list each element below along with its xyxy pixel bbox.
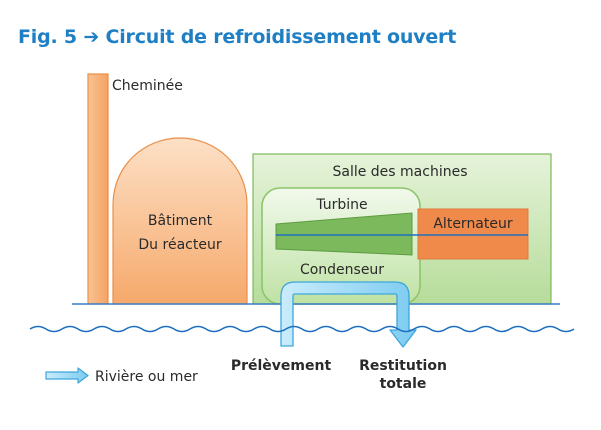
chimney-label: Cheminée: [112, 78, 183, 94]
chimney: [87, 73, 109, 305]
intake-label: Prélèvement: [231, 358, 332, 374]
legend: Rivière ou mer: [45, 367, 198, 385]
river-surface: [29, 325, 575, 333]
condenser-label: Condenseur: [300, 262, 384, 278]
legend-arrow-icon: [45, 367, 89, 384]
reactor-label-line2: Du réacteur: [138, 237, 221, 253]
alternator: [417, 208, 529, 260]
figure-title: Fig. 5 ➔ Circuit de refroidissement ouve…: [18, 26, 457, 48]
turbine-label: Turbine: [315, 197, 367, 213]
cooling-pipe: [280, 281, 417, 348]
return-label-line1: Restitution: [359, 358, 447, 374]
turbine: [275, 212, 413, 256]
alternator-label: Alternateur: [433, 216, 513, 232]
reactor-building: [112, 137, 248, 305]
legend-label: Rivière ou mer: [95, 369, 198, 385]
return-label-line2: totale: [380, 376, 427, 392]
reactor-label-line1: Bâtiment: [148, 213, 213, 229]
machine-room-label: Salle des machines: [332, 164, 467, 180]
